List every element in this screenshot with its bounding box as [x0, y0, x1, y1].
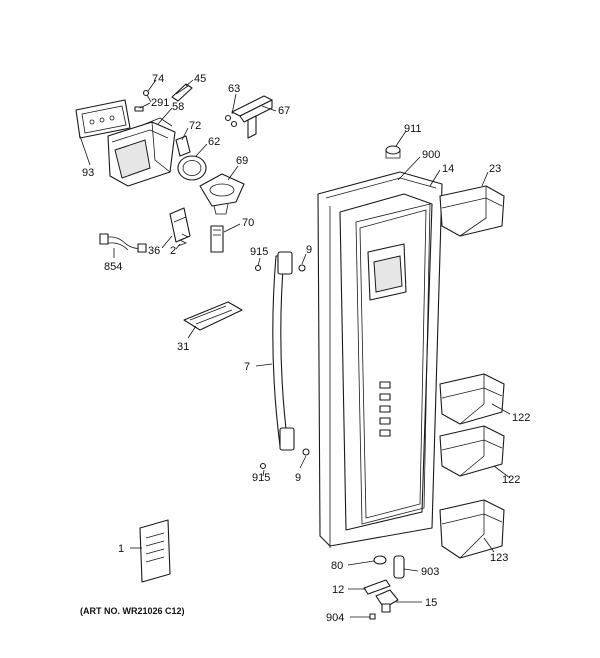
callout-93: 93 — [82, 167, 94, 179]
callout-72: 72 — [189, 120, 201, 132]
callout-291: 291 — [151, 97, 169, 109]
callout-12: 12 — [332, 584, 344, 596]
part-70-heater — [210, 225, 224, 253]
callout-45: 45 — [194, 73, 206, 85]
part-58-dispenser-housing — [107, 117, 176, 187]
part-1-literature-booklet — [139, 519, 171, 583]
part-15-fitting — [375, 589, 399, 613]
part-9-handle-screw-top — [298, 264, 306, 272]
callout-23: 23 — [489, 163, 501, 175]
callout-15: 15 — [425, 597, 437, 609]
callout-854: 854 — [104, 261, 122, 273]
callout-7: 7 — [244, 361, 250, 373]
door-liner-ridges — [379, 381, 391, 437]
leader-lines — [79, 79, 511, 618]
callout-123: 123 — [490, 552, 508, 564]
part-80-bushing — [373, 555, 387, 565]
callout-14: 14 — [442, 163, 454, 175]
part-74-screw — [142, 89, 152, 103]
part-12-bracket — [363, 579, 391, 595]
part-122-door-bin-lower — [439, 425, 505, 477]
part-63-screw — [224, 114, 238, 128]
callout-900: 900 — [422, 149, 440, 161]
callout-915-top: 915 — [250, 246, 268, 258]
callout-122-lower: 122 — [502, 474, 520, 486]
callout-122-upper: 122 — [512, 412, 530, 424]
callout-903: 903 — [421, 566, 439, 578]
part-31-drip-tray — [183, 301, 243, 331]
part-72-switch — [175, 135, 191, 157]
part-122-door-bin-upper — [439, 373, 505, 425]
callout-62: 62 — [208, 136, 220, 148]
part-854-wire-harness — [99, 233, 147, 253]
callout-69: 69 — [236, 155, 248, 167]
callout-9-bottom: 9 — [295, 472, 301, 484]
callout-63: 63 — [228, 83, 240, 95]
part-123-door-bin-bottom — [439, 499, 505, 559]
callout-58: 58 — [172, 101, 184, 113]
part-23-door-bin-top — [439, 185, 505, 237]
callout-67: 67 — [278, 105, 290, 117]
part-93-dispenser-panel — [75, 99, 131, 139]
part-900-door-liner — [367, 243, 407, 301]
part-14-door-gasket — [355, 203, 431, 525]
part-36-actuator — [169, 207, 191, 243]
part-69-chute — [199, 173, 245, 215]
part-291-fastener — [134, 106, 144, 112]
part-62-ring — [177, 155, 207, 181]
callout-915-bottom: 915 — [252, 472, 270, 484]
part-915-screw-bottom — [259, 462, 267, 470]
art-number-label: (ART NO. WR21026 C12) — [80, 606, 185, 616]
part-9-handle-screw-bottom — [302, 448, 310, 456]
callout-9-top: 9 — [306, 244, 312, 256]
part-903-tube — [393, 555, 405, 579]
callout-70: 70 — [242, 217, 254, 229]
part-45-clip — [171, 83, 193, 102]
callout-80: 80 — [331, 560, 343, 572]
callout-36: 36 — [148, 245, 160, 257]
callout-2: 2 — [170, 245, 176, 257]
freezer-door-assembly — [317, 171, 443, 548]
part-67-bracket — [231, 95, 273, 139]
part-915-screw-top — [254, 264, 262, 272]
part-904-clip — [369, 613, 376, 620]
callout-74: 74 — [152, 73, 164, 85]
part-911-fitting — [385, 145, 401, 159]
callout-911: 911 — [404, 123, 422, 135]
part-2-spring — [177, 233, 189, 247]
callout-1: 1 — [118, 543, 124, 555]
callout-31: 31 — [177, 341, 189, 353]
callout-904: 904 — [326, 612, 344, 624]
part-7-door-handle — [272, 251, 295, 451]
